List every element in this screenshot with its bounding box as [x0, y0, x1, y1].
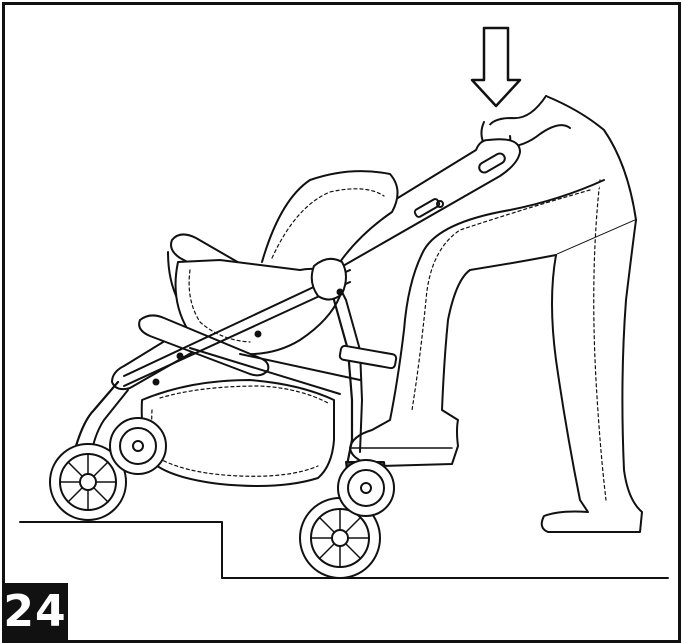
down-arrow-icon: [472, 28, 520, 106]
rear-wheel-right: [338, 460, 394, 516]
person-leg-back: [542, 220, 642, 532]
step-number-badge: 24: [2, 583, 68, 641]
front-wheel-right: [110, 418, 166, 474]
